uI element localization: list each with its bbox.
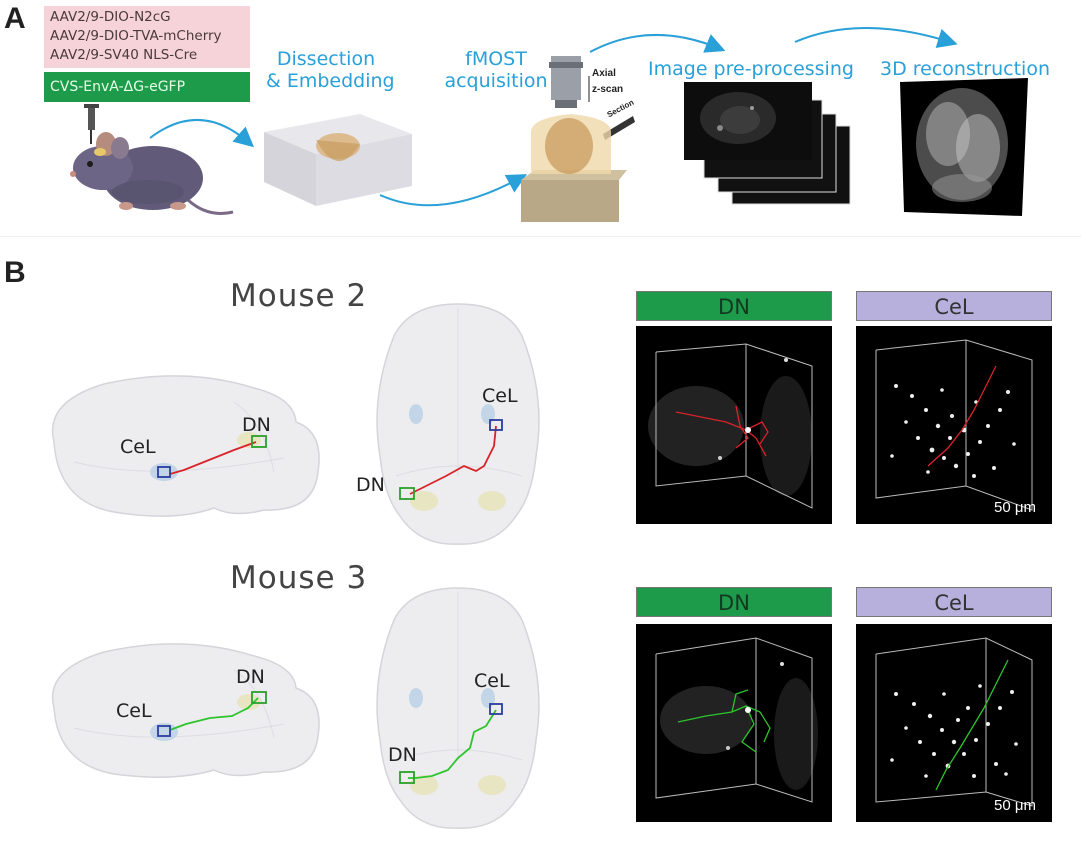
fmost-label: fMOST acquisition (444, 48, 548, 92)
axial-label: Axial (592, 68, 616, 79)
panel-divider (0, 236, 1081, 237)
mouse-3-dn-header: DN (636, 587, 832, 617)
mouse-2-dorsal-brain (376, 303, 540, 545)
virus-list: AAV2/9-DIO-N2cG AAV2/9-DIO-TVA-mCherry A… (44, 6, 250, 68)
dissection-label: Dissection & Embedding (266, 48, 395, 92)
panel-a-letter: A (4, 2, 26, 35)
image-slice-stack (684, 82, 851, 205)
mouse-2-sagittal-dn-box (251, 435, 267, 448)
zscan-label: z-scan (592, 84, 624, 95)
mouse-2-dn-micrograph (636, 326, 832, 524)
mouse-2-dorsal-dn-label: DN (356, 474, 385, 496)
mouse-illustration (70, 104, 234, 215)
syringe-icon (84, 104, 99, 144)
embedding-block (264, 114, 412, 206)
mouse-3-dn-micrograph (636, 624, 832, 822)
virus-3: AAV2/9-SV40 NLS-Cre (50, 47, 198, 63)
virus-1: AAV2/9-DIO-N2cG (50, 9, 171, 25)
rabies-virus-label: CVS-EnvA-ΔG-eGFP (44, 72, 250, 102)
mouse-2-title: Mouse 2 (230, 278, 368, 314)
mouse-3-sagittal-brain (51, 643, 320, 778)
mouse-3-cel-header: CeL (856, 587, 1052, 617)
mouse-2-dorsal-trace (409, 425, 497, 495)
mouse-2-cel-header: CeL (856, 291, 1052, 321)
mouse-3-sagittal-cel-box (157, 725, 171, 737)
mouse-3-cel-cell-dots (890, 684, 1018, 778)
mouse-3-sagittal-dn-label: DN (236, 666, 265, 688)
mouse-2-sagittal-trace (169, 441, 257, 475)
mouse-3-sagittal-dn-box (251, 691, 267, 704)
mouse-3-dorsal-cel-box (489, 703, 503, 715)
mouse-3-sagittal-trace (169, 697, 259, 731)
mouse-2-scale-label: 50 μm (994, 499, 1036, 516)
mouse-3-cel-micrograph (856, 624, 1052, 822)
mouse-3-sagittal-cel-label: CeL (116, 700, 152, 722)
mouse-3-dorsal-brain (376, 587, 540, 829)
panel-b-letter: B (4, 256, 26, 289)
mouse-2-sagittal-brain (51, 375, 320, 517)
mouse-3-scale-label: 50 μm (994, 797, 1036, 814)
mouse-2-dn-header: DN (636, 291, 832, 321)
workflow-arrows (149, 27, 958, 207)
mouse-3-dorsal-dn-label: DN (388, 744, 417, 766)
mouse-2-cel-trace (927, 365, 997, 467)
mouse-2-dorsal-dn-box (399, 487, 415, 500)
mouse-2-cel-micrograph (856, 326, 1052, 524)
preprocessing-label: Image pre-processing (648, 58, 854, 80)
mouse-3-cel-trace (935, 659, 1009, 791)
mouse-2-dorsal-cel-box (489, 419, 503, 431)
fmost-apparatus (521, 56, 635, 222)
mouse-2-sagittal-dn-label: DN (242, 414, 271, 436)
mouse-2-dorsal-cel-label: CeL (482, 385, 518, 407)
reconstruction-label: 3D reconstruction (880, 58, 1050, 80)
virus-2: AAV2/9-DIO-TVA-mCherry (50, 28, 222, 44)
mouse-2-sagittal-cel-label: CeL (120, 436, 156, 458)
reconstruction-image (900, 78, 1028, 216)
mouse-3-dorsal-trace (408, 709, 497, 779)
mouse-2-sagittal-cel-box (157, 466, 171, 478)
mouse-3-dorsal-dn-box (399, 771, 415, 784)
mouse-3-title: Mouse 3 (230, 560, 368, 596)
mouse-3-dorsal-cel-label: CeL (474, 670, 510, 692)
